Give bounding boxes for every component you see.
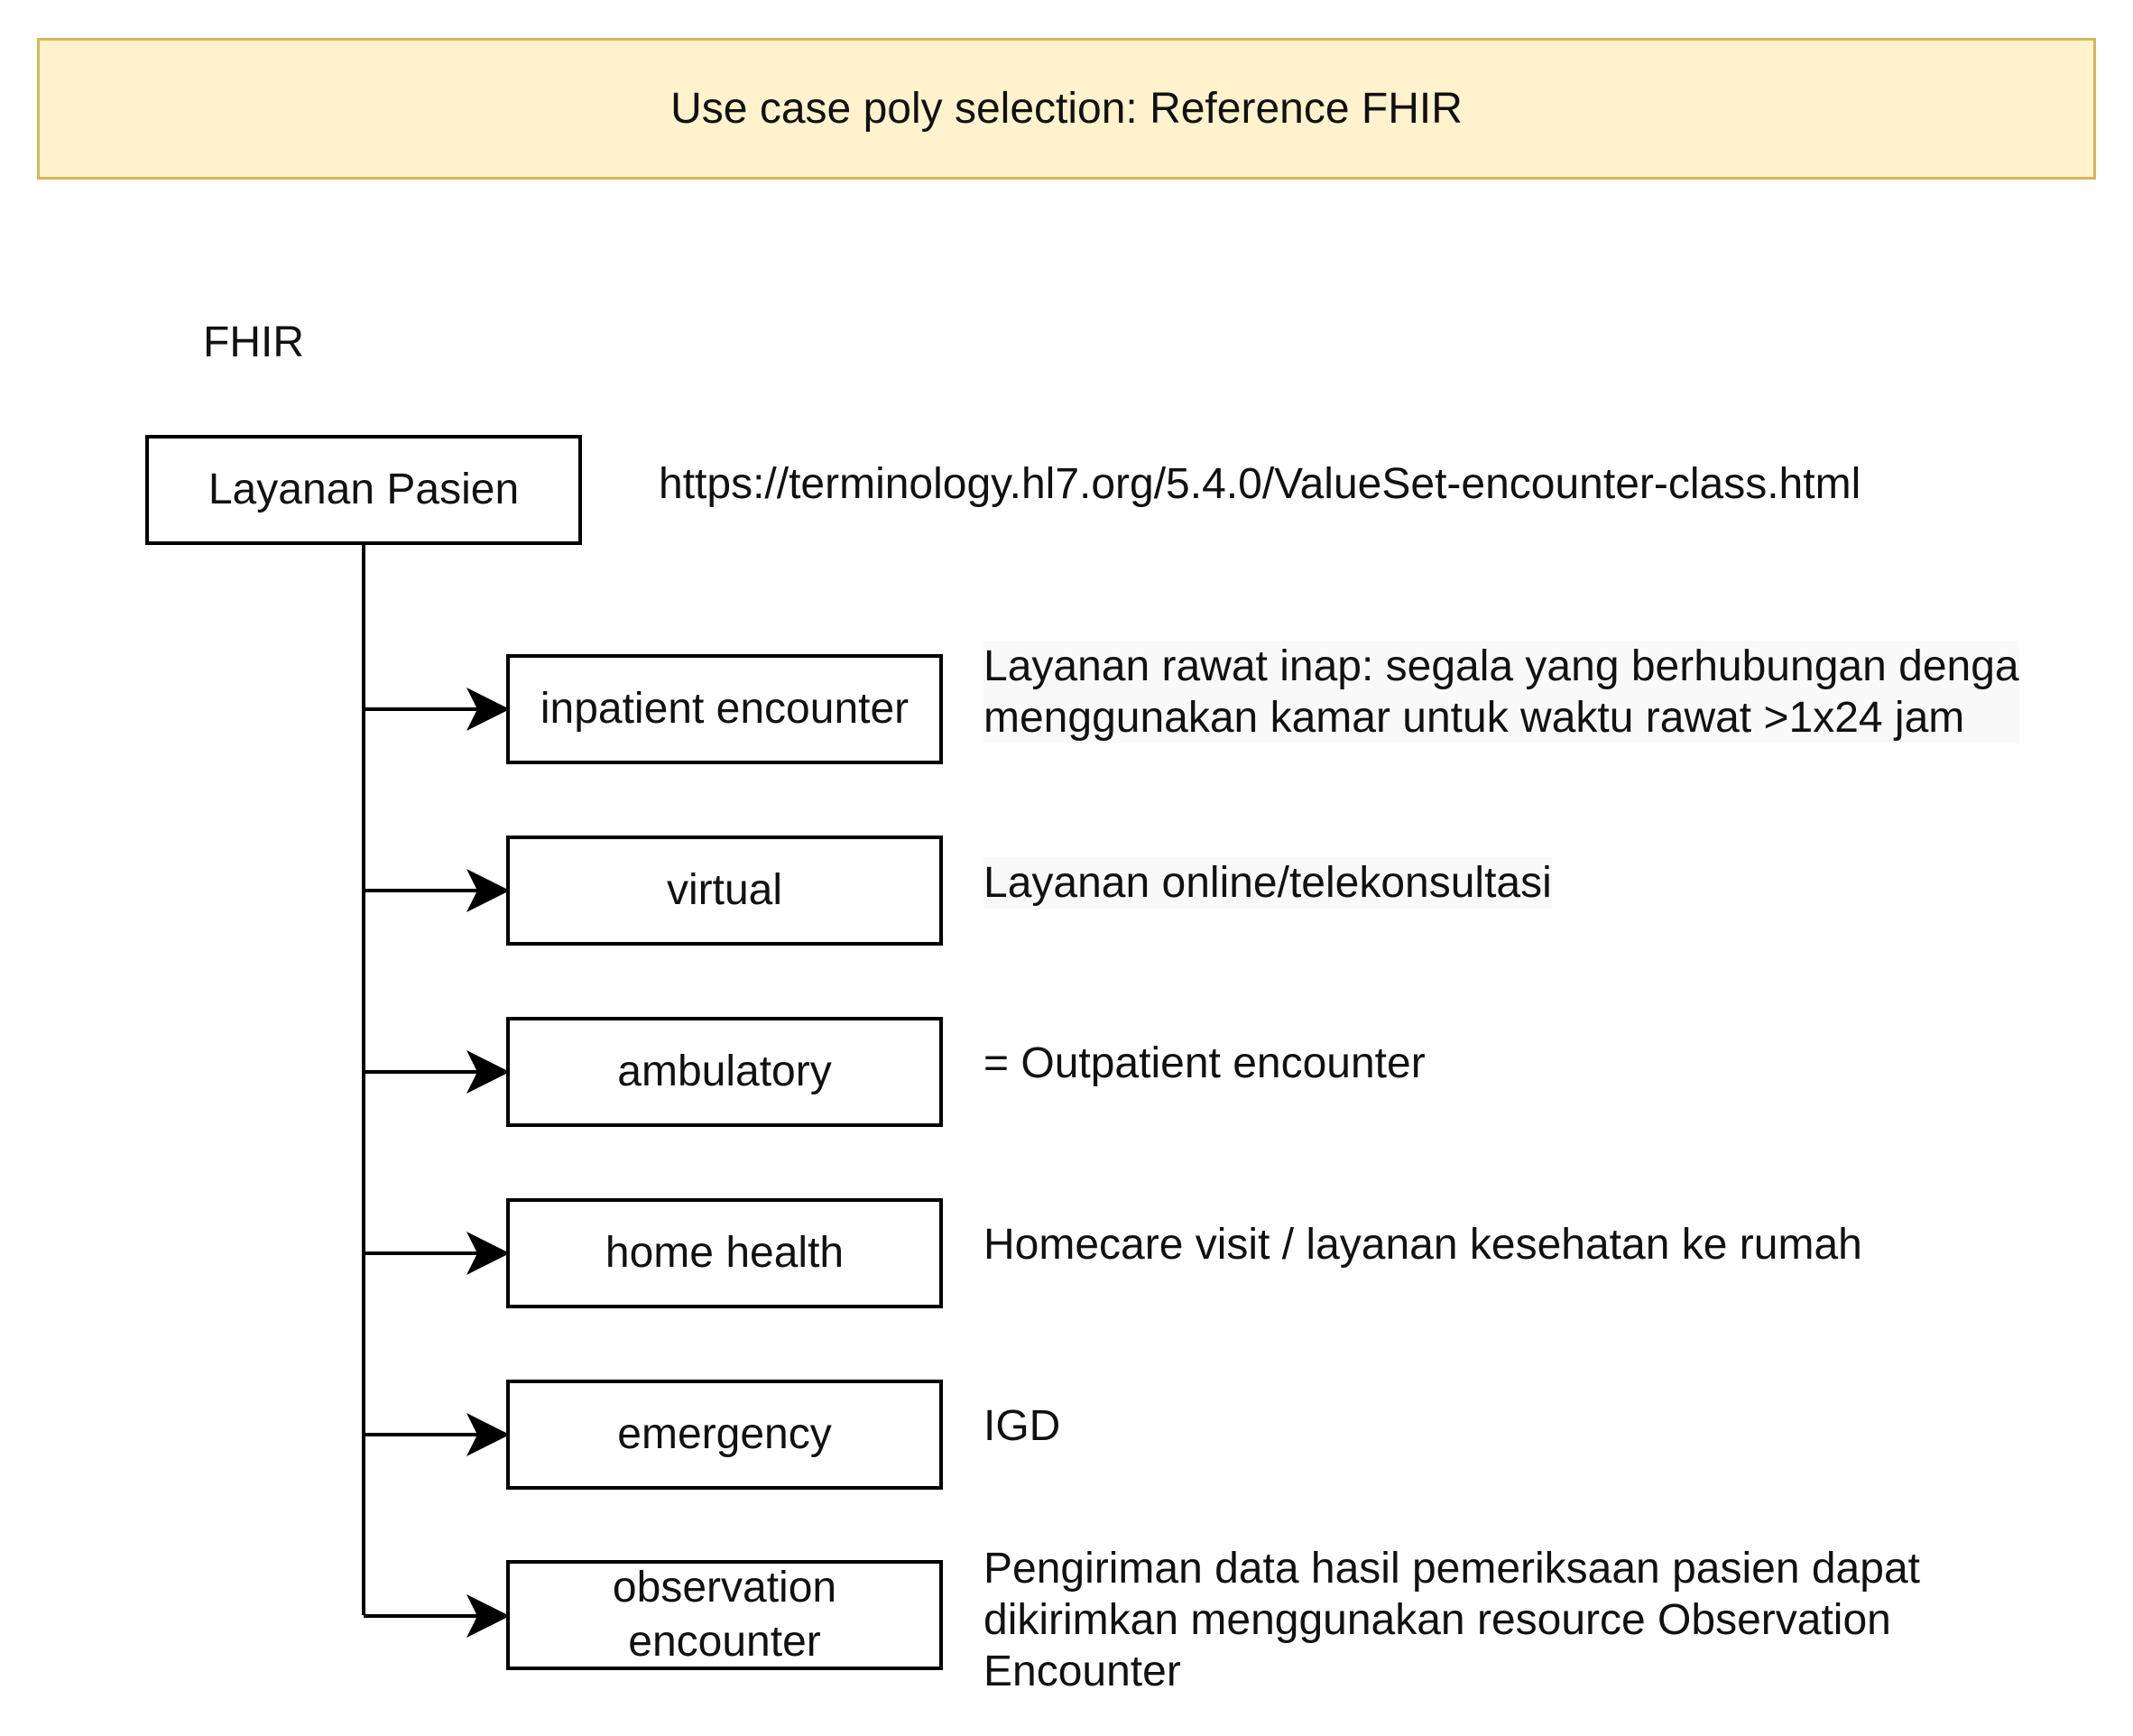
root-node-label: Layanan Pasien <box>208 466 520 513</box>
class-node-ambulatory: ambulatory <box>506 1017 943 1127</box>
class-description-home-health: Homecare visit / layanan kesehatan ke ru… <box>983 1221 1862 1269</box>
class-node-emergency: emergency <box>506 1380 943 1490</box>
class-node-label: home health <box>605 1229 845 1277</box>
section-label: FHIR <box>203 319 304 366</box>
class-node-home-health: home health <box>506 1198 943 1308</box>
class-node-label: inpatient encounter <box>540 685 910 733</box>
class-node-inpatient-encounter: inpatient encounter <box>506 654 943 764</box>
title-banner: Use case poly selection: Reference FHIR <box>37 38 2096 180</box>
root-node: Layanan Pasien <box>145 435 582 545</box>
class-description-observation-encounter: Pengiriman data hasil pemeriksaan pasien… <box>983 1545 1920 1695</box>
class-node-label: virtual <box>666 866 783 914</box>
class-description-virtual: Layanan online/telekonsultasi <box>983 857 1552 909</box>
class-description-emergency: IGD <box>983 1402 1061 1450</box>
class-node-virtual: virtual <box>506 836 943 946</box>
class-description-inpatient-encounter: Layanan rawat inap: segala yang berhubun… <box>983 641 2019 743</box>
class-node-label: emergency <box>617 1410 832 1458</box>
class-description-ambulatory: = Outpatient encounter <box>983 1039 1426 1087</box>
reference-url: https://terminology.hl7.org/5.4.0/ValueS… <box>659 460 1861 508</box>
class-node-label: ambulatory <box>617 1048 832 1095</box>
banner-title: Use case poly selection: Reference FHIR <box>670 84 1463 133</box>
class-node-observation-encounter: observation encounter <box>506 1560 943 1670</box>
class-node-label: observation encounter <box>612 1564 837 1666</box>
